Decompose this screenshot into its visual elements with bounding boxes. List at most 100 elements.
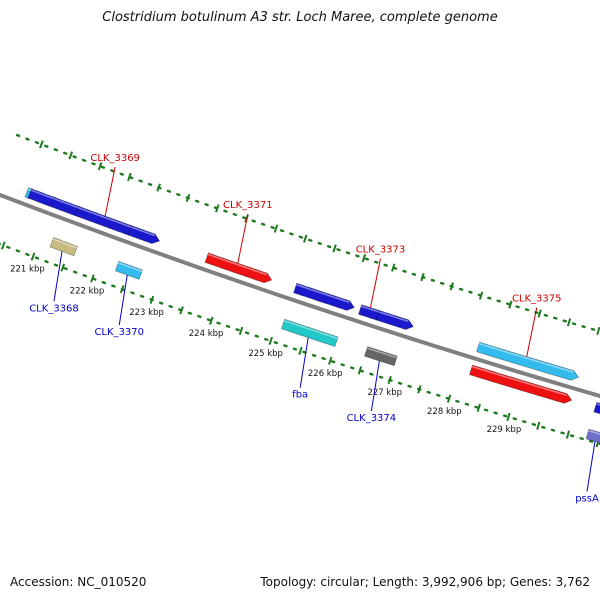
gene-highlight (283, 319, 338, 340)
genome-backbone (0, 192, 600, 399)
scale-label: 228 kbp (427, 407, 462, 417)
gene-label-leader (370, 360, 380, 412)
gene-pssa[interactable] (585, 428, 600, 444)
gene-clk-3370[interactable] (114, 260, 143, 280)
outer-scale-tick (420, 272, 425, 282)
gene-label[interactable]: fba (292, 390, 308, 401)
outer-scale-tick (596, 326, 600, 336)
outer-scale-tick (39, 140, 44, 149)
gene-clk-3374[interactable] (364, 346, 398, 367)
inner-scale-tick (60, 263, 66, 272)
gene-label[interactable]: pssA (575, 493, 599, 504)
gene-label[interactable]: CLK_3369 (90, 153, 140, 164)
outer-scale-tick (449, 282, 454, 291)
inner-scale-tick (268, 336, 273, 346)
gene-highlight (471, 365, 567, 396)
scale-label: 223 kbp (129, 308, 164, 318)
inner-scale-tick (238, 326, 244, 335)
outer-scale-tick (303, 234, 308, 243)
outer-scale-tick (97, 162, 103, 171)
inner-scale-tick (506, 412, 511, 422)
outer-scale-tick (68, 151, 74, 160)
outer-scale-tick (185, 193, 191, 203)
scale-label: 226 kbp (308, 369, 343, 379)
gene-highlight (27, 188, 32, 191)
gene-highlight (77, 206, 132, 228)
outer-scale-tick (537, 309, 542, 318)
gene-highlight (596, 403, 600, 406)
inner-scale-tick (417, 385, 422, 394)
accession-text: Accession: NC_010520 (10, 575, 147, 589)
gene-label-leader (53, 251, 63, 302)
outer-scale-tick (508, 300, 513, 309)
gene-feature[interactable] (293, 282, 355, 311)
outer-scale-tick (478, 291, 484, 300)
gene-label-leader (586, 441, 596, 492)
gene-feature[interactable] (127, 225, 161, 244)
gene-label-leader (118, 275, 128, 326)
gene-label-leader (237, 214, 249, 264)
inner-scale-tick (565, 430, 571, 439)
gene-highlight (360, 305, 380, 313)
outer-scale-tick (391, 263, 396, 272)
gene-highlight (207, 253, 268, 276)
inner-scale-tick (0, 241, 6, 250)
gene-label[interactable]: CLK_3374 (347, 413, 397, 424)
outer-scale-tick (361, 254, 367, 263)
gene-highlight (478, 342, 574, 373)
gene-clk-3368[interactable] (49, 237, 78, 257)
gene-highlight (130, 226, 156, 237)
gene-highlight (588, 429, 600, 435)
gene-clk-3375[interactable] (476, 341, 580, 381)
gene-label[interactable]: CLK_3370 (94, 327, 144, 338)
scale-label: 222 kbp (70, 286, 105, 296)
scale-label: 224 kbp (189, 329, 224, 339)
outer-scale-tick (156, 183, 161, 192)
gene-fba[interactable] (280, 318, 339, 347)
inner-scale-tick (387, 375, 392, 385)
scale-label: 227 kbp (367, 388, 402, 398)
inner-scale-tick (446, 394, 452, 403)
inner-scale-tick (30, 252, 36, 261)
outer-scale-dotted-line (15, 133, 596, 331)
gene-label-leader (299, 337, 309, 388)
gene-highlight (378, 311, 409, 323)
gene-label-leader (526, 307, 538, 357)
inner-scale-tick (209, 316, 214, 325)
outer-scale-tick (273, 224, 279, 233)
outer-scale-tick (566, 318, 572, 327)
gene-label[interactable]: CLK_3368 (29, 303, 79, 314)
inner-scale-tick (357, 366, 363, 375)
scale-label: 229 kbp (487, 425, 522, 435)
outer-scale-tick (332, 244, 337, 253)
genome-summary-text: Topology: circular; Length: 3,992,906 bp… (260, 575, 590, 589)
outer-scale-tick (215, 204, 220, 213)
gene-label[interactable]: CLK_3375 (512, 294, 562, 305)
inner-scale-dotted-line (0, 242, 600, 446)
page-title: Clostridium botulinum A3 str. Loch Maree… (102, 10, 498, 25)
outer-scale-tick (127, 172, 132, 182)
gene-clk-3371[interactable] (204, 252, 273, 284)
gene-label-leader (369, 258, 381, 308)
gene-label[interactable]: CLK_3371 (223, 200, 273, 211)
inner-scale-tick (179, 306, 184, 315)
inner-scale-tick (327, 356, 333, 365)
scale-label: 225 kbp (248, 349, 283, 359)
inner-scale-tick (149, 295, 155, 304)
inner-scale-tick (90, 274, 95, 283)
gene-feature[interactable] (375, 309, 414, 330)
gene-feature[interactable] (469, 364, 573, 404)
inner-scale-tick (476, 403, 481, 412)
inner-scale-tick (298, 346, 303, 356)
gene-label-leader (104, 166, 116, 217)
gene-highlight (54, 198, 79, 209)
gene-highlight (118, 262, 143, 273)
gene-highlight (52, 238, 78, 249)
gene-highlight (296, 283, 350, 304)
gene-highlight (30, 189, 55, 200)
scale-label: 221 kbp (10, 265, 45, 275)
gene-label[interactable]: CLK_3373 (356, 245, 406, 256)
gene-feature[interactable] (593, 401, 600, 415)
